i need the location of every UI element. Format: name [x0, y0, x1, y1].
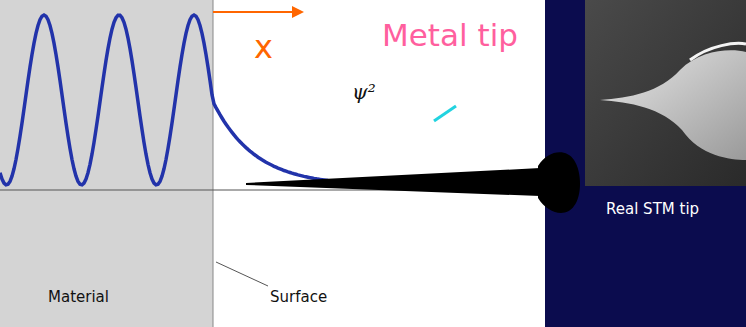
tip-knob [538, 152, 580, 213]
axis-line [0, 190, 430, 191]
region-label: Material [48, 288, 109, 306]
wavefunction-curve [0, 15, 430, 186]
tip-label: Metal tip [380, 18, 520, 52]
arrow-head [292, 6, 304, 18]
leader-line [216, 262, 268, 286]
stm-photo [585, 0, 746, 186]
photo-tip [600, 50, 746, 160]
white-panel [0, 0, 545, 327]
x-axis-arrow [213, 11, 296, 13]
region-label: Surface [270, 288, 327, 306]
metal-tip [246, 168, 540, 196]
surface-line [213, 0, 214, 327]
leader-line [434, 106, 456, 121]
photo-caption: Real STM tip [606, 200, 699, 218]
curve-label: ψ² [352, 80, 376, 104]
photo-highlight [690, 43, 746, 60]
axis-label: x [254, 28, 273, 66]
